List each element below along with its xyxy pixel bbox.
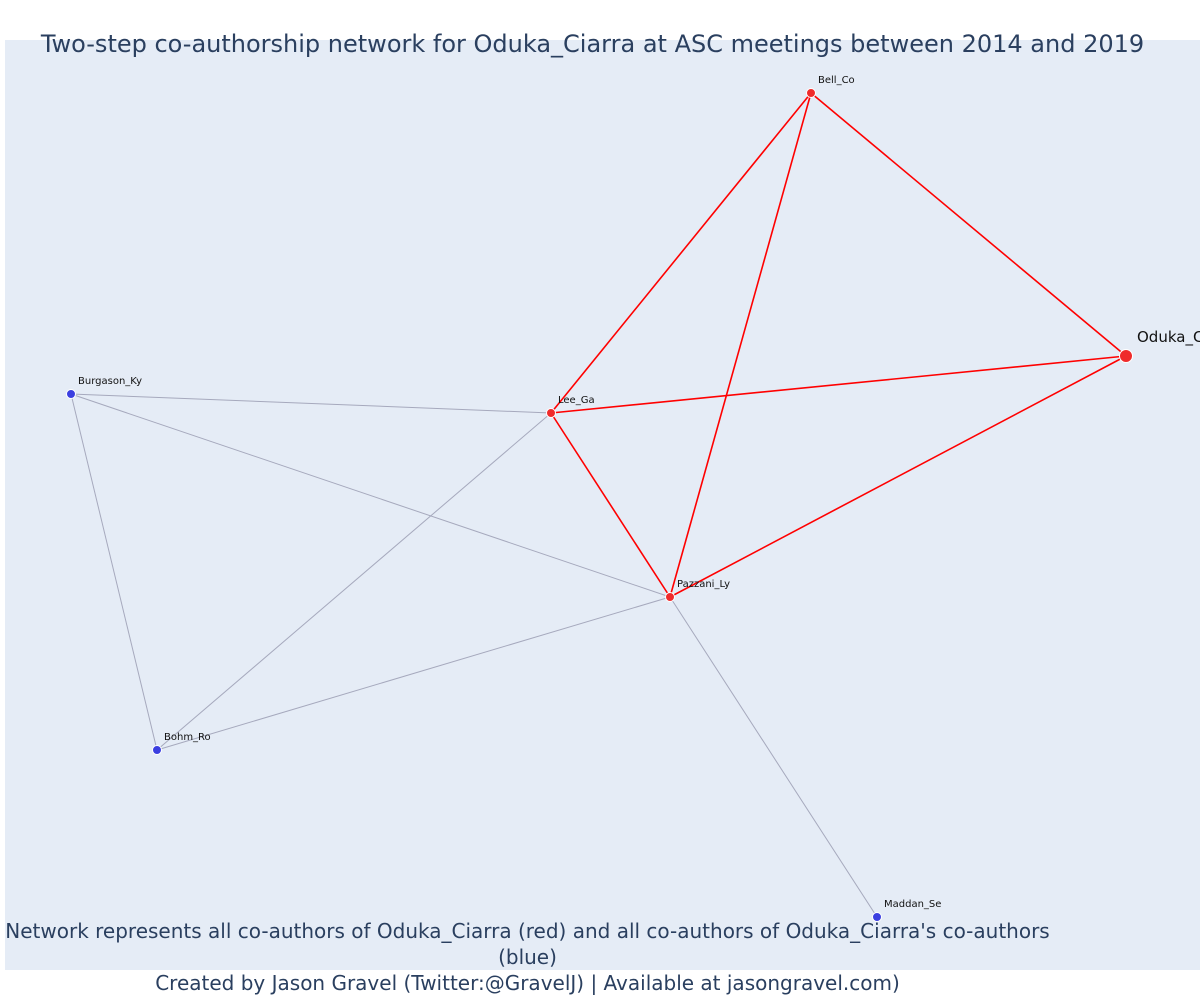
nodes-layer [66,88,1133,922]
node-Maddan_Se[interactable] [872,912,882,922]
footer-line-2: Created by Jason Gravel (Twitter:@Gravel… [155,971,900,995]
edge-Bohm_Ro-Pazzani_Ly [156,596,671,751]
edge-Bell_Co-Pazzani_Ly [669,92,812,598]
edge-Pazzani_Ly-Oduka_Ciarra [669,355,1127,598]
edge-Burgason_Ky-Pazzani_Ly [70,393,671,598]
node-label-Lee_Ga: Lee_Ga [558,395,595,406]
node-label-Bell_Co: Bell_Co [818,75,855,86]
plot-background [5,40,1200,970]
node-Lee_Ga[interactable] [546,408,556,418]
edge-Lee_Ga-Pazzani_Ly [550,412,671,598]
chart-title: Two-step co-authorship network for Oduka… [40,30,1145,58]
footer-line-1: Network represents all co-authors of Odu… [5,919,1050,969]
footer-caption: Network represents all co-authors of Odu… [0,918,1055,996]
node-label-Oduka_Ciarra: Oduka_C [1137,328,1200,347]
node-Burgason_Ky[interactable] [66,389,76,399]
edges-layer [70,92,1127,918]
node-label-Maddan_Se: Maddan_Se [884,899,941,910]
edge-Burgason_Ky-Lee_Ga [70,393,552,414]
edge-Burgason_Ky-Bohm_Ro [70,393,158,751]
node-Pazzani_Ly[interactable] [665,592,675,602]
node-label-Pazzani_Ly: Pazzani_Ly [677,579,730,590]
node-Bohm_Ro[interactable] [152,745,162,755]
edge-Pazzani_Ly-Maddan_Se [669,596,878,918]
node-label-Bohm_Ro: Bohm_Ro [164,732,211,743]
node-Bell_Co[interactable] [806,88,816,98]
edge-Bell_Co-Oduka_Ciarra [810,92,1127,357]
edge-Bohm_Ro-Lee_Ga [156,412,552,751]
edge-Bell_Co-Lee_Ga [550,92,812,414]
node-Oduka_Ciarra[interactable] [1119,349,1133,363]
edge-Lee_Ga-Oduka_Ciarra [550,355,1127,414]
node-label-Burgason_Ky: Burgason_Ky [78,376,142,387]
